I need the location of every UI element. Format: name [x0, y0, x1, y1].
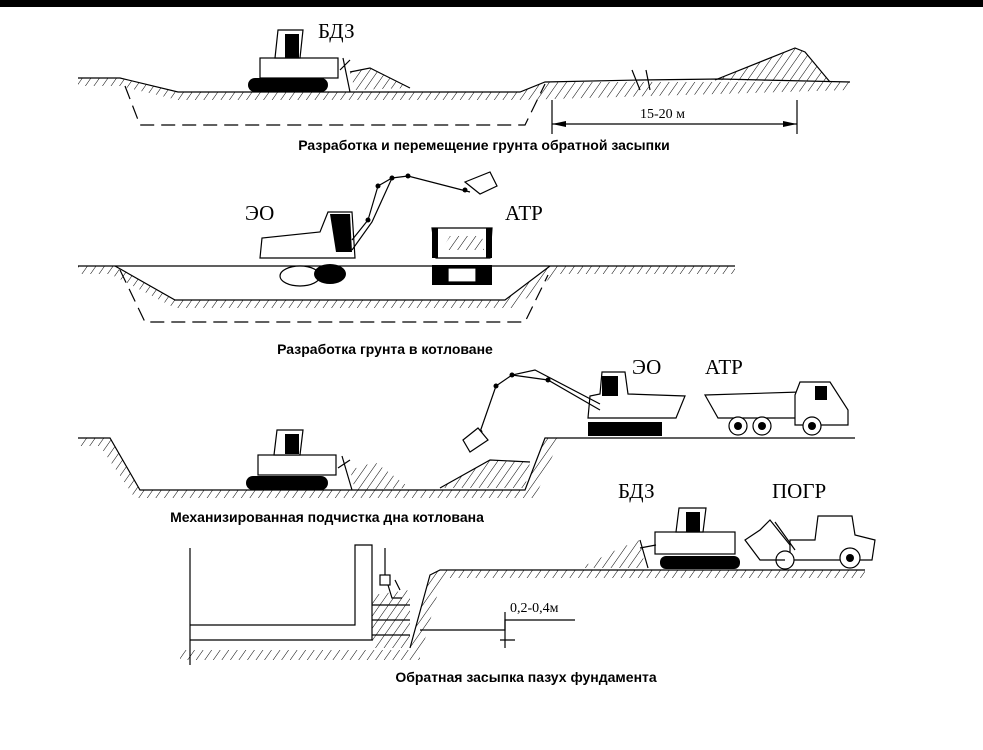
caption-1: Разработка и перемещение грунта обратной…	[298, 137, 669, 153]
caption-2: Разработка грунта в котловане	[277, 341, 493, 357]
scene-pit-bottom-cleaning: ЭО АТР Механизированная подчистка дна ко…	[78, 355, 855, 525]
scene-backfill-soil-moving: БДЗ 15-20 м Разработка и перемещение гру…	[78, 19, 851, 153]
label-compactor: ПОГР	[772, 479, 826, 503]
soil-mound	[350, 68, 410, 90]
loader-icon	[744, 515, 876, 570]
caption-3: Механизированная подчистка дна котлована	[170, 509, 484, 525]
label-truck: АТР	[505, 201, 543, 225]
dump-truck-icon	[431, 227, 493, 285]
pit-outline-dashed	[124, 83, 546, 126]
bulldozer-icon	[248, 29, 351, 93]
top-bar	[0, 0, 983, 7]
soil-mound	[580, 540, 645, 568]
excavator-icon	[259, 171, 498, 287]
caption-4: Обратная засыпка пазух фундамента	[395, 669, 657, 685]
label-excavator: ЭО	[245, 201, 274, 225]
dump-truck-icon	[703, 381, 849, 436]
label-bulldozer: БДЗ	[618, 479, 655, 503]
label-truck: АТР	[705, 355, 743, 379]
layer-thickness-label: 0,2-0,4м	[510, 601, 559, 616]
scene-foundation-backfill: 0,2-0,4м БДЗ ПОГР Обратная засыпка пазух…	[180, 479, 876, 685]
label-bulldozer: БДЗ	[318, 19, 355, 43]
backfill-layers	[372, 590, 410, 648]
soil-stockpile	[715, 48, 830, 82]
bulldozer-icon	[639, 507, 740, 569]
break-mark	[631, 69, 651, 91]
soil-mound	[350, 462, 410, 490]
bulldozer-icon	[246, 429, 353, 491]
scene-pit-excavation: ЭО АТР Разработка грунта в котловане	[78, 171, 735, 357]
soil-pile	[440, 460, 530, 488]
excavator-icon	[462, 369, 686, 453]
rammer-icon	[379, 574, 391, 586]
pit-outline-dashed	[119, 269, 549, 323]
foundation-wall	[190, 544, 373, 641]
ground-profile	[409, 569, 865, 649]
layer-dimension	[420, 619, 575, 631]
distance-label: 15-20 м	[640, 107, 685, 122]
label-excavator: ЭО	[632, 355, 661, 379]
